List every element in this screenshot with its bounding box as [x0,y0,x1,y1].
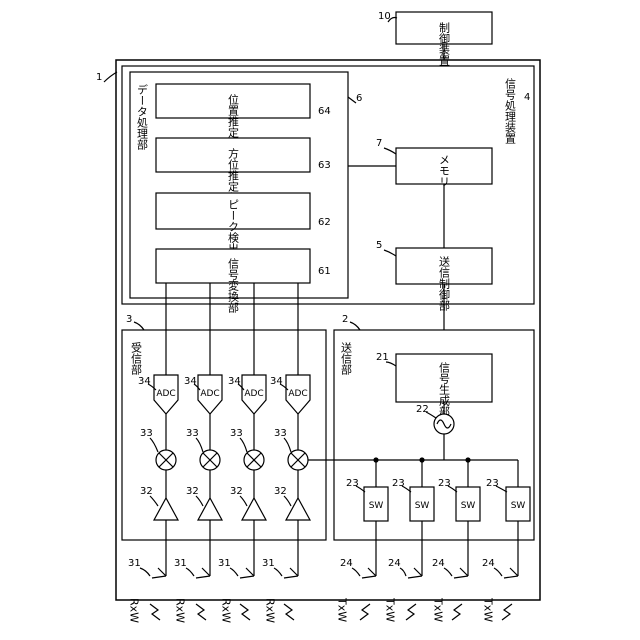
adc-ref: 34 [228,376,241,387]
wave-arrow-icon [150,604,160,620]
wave-arrow-icon [360,604,370,620]
rx-antenna-2: 31 RxW [174,558,211,623]
tx-antenna-4: 24 TxW [482,558,519,622]
rx-antenna-label: RxW [264,598,277,623]
rx-antenna-label: RxW [174,598,187,623]
amp-ref: 32 [230,486,243,497]
rx-antenna-ref: 31 [128,558,141,569]
data-processor-ref: 6 [356,93,362,104]
mixer-ref: 33 [274,428,287,439]
radar-device-ref: 1 [96,72,102,83]
tx-antenna-ref: 24 [340,558,353,569]
switch-label: SW [511,501,526,511]
amp-ref: 32 [274,486,287,497]
tx-antenna-2: 24 TxW [384,558,423,622]
tx-controller-ref: 5 [376,240,382,251]
receiver-ref: 3 [126,314,132,325]
wave-arrow-icon [502,604,512,620]
data-processor-label: データ処理部 [136,83,149,150]
signal-generator-ref: 21 [376,352,389,363]
switch-ref: 23 [438,478,451,489]
adc-ref: 34 [270,376,283,387]
switch-ref: 23 [486,478,499,489]
tx-antenna-1: 24 TxW [336,558,377,622]
wave-arrow-icon [452,604,462,620]
tx-antenna-ref: 24 [482,558,495,569]
rx-antenna-ref: 31 [174,558,187,569]
mixer-ref: 33 [230,428,243,439]
leader-line [104,72,117,82]
peak-detector-ref: 62 [318,217,331,228]
transmitter-ref: 2 [342,314,348,325]
rx-antenna-4: 31 RxW [262,558,298,623]
leader-line [134,322,144,330]
rx-antenna-3: 31 RxW [218,558,254,623]
adc-ref: 34 [138,376,151,387]
adc-label: ADC [156,389,175,399]
signal-processor-ref: 4 [524,92,530,103]
position-estimator-ref: 64 [318,106,331,117]
switch-label: SW [415,501,430,511]
oscillator-ref: 22 [416,404,429,415]
rx-antenna-1: 31 RxW [128,558,167,623]
adc-label: ADC [200,389,219,399]
switch-label: SW [369,501,384,511]
switch-label: SW [461,501,476,511]
wave-arrow-icon [284,604,294,620]
tx-antenna-ref: 24 [388,558,401,569]
rx-antenna-ref: 31 [218,558,231,569]
tx-antenna-label: TxW [336,597,349,622]
mixer-ref: 33 [140,428,153,439]
tx-antenna-label: TxW [384,597,397,622]
rx-antenna-ref: 31 [262,558,275,569]
direction-estimator-ref: 63 [318,160,331,171]
tx-antenna-3: 24 TxW [432,558,469,622]
wave-arrow-icon [406,604,416,620]
tx-antenna-label: TxW [482,597,495,622]
signal-processor-label: 信号処理装置 [504,78,517,144]
amp-ref: 32 [140,486,153,497]
receiver-label: 受信部 [130,342,143,375]
memory-ref: 7 [376,138,382,149]
amp-ref: 32 [186,486,199,497]
tx-antenna-label: TxW [432,597,445,622]
leader-line [350,322,360,330]
memory-label: メモリ [438,154,451,187]
transmitter-label: 送信部 [340,341,353,375]
wave-arrow-icon [240,604,250,620]
rx-antenna-label: RxW [220,598,233,623]
tx-antenna-ref: 24 [432,558,445,569]
signal-converter-label: 信号変換部 [227,258,240,313]
switch-ref: 23 [346,478,359,489]
adc-label: ADC [288,389,307,399]
mixer-ref: 33 [186,428,199,439]
wave-arrow-icon [196,604,206,620]
rx-antenna-label: RxW [128,598,141,623]
switch-ref: 23 [392,478,405,489]
signal-converter-ref: 61 [318,266,331,277]
adc-label: ADC [244,389,263,399]
adc-ref: 34 [184,376,197,387]
